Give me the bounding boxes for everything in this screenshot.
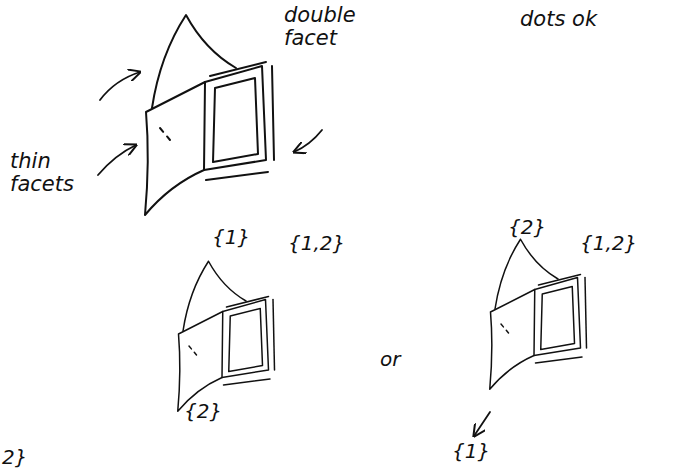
leader-arrow	[474, 412, 490, 436]
leader-arrow	[98, 145, 136, 175]
handwritten-label: {2}	[508, 216, 568, 238]
facet-figure	[178, 261, 275, 411]
leader-arrow	[100, 72, 140, 100]
handwritten-label: {1,2}	[288, 232, 368, 254]
facet-figure	[145, 15, 274, 215]
handwritten-label: 2}	[2, 446, 52, 468]
handwritten-label: or	[380, 348, 430, 370]
handwritten-label: {1}	[452, 440, 512, 462]
handwritten-label: {2}	[184, 400, 244, 422]
leader-arrow	[294, 130, 322, 152]
handwritten-label: {1}	[212, 226, 272, 248]
handwritten-label: {1,2}	[580, 232, 660, 254]
facet-figure	[490, 239, 587, 389]
handwritten-label: thin facets	[10, 150, 90, 196]
handwritten-label: dots ok	[520, 8, 660, 31]
handwritten-label: double facet	[284, 4, 384, 50]
